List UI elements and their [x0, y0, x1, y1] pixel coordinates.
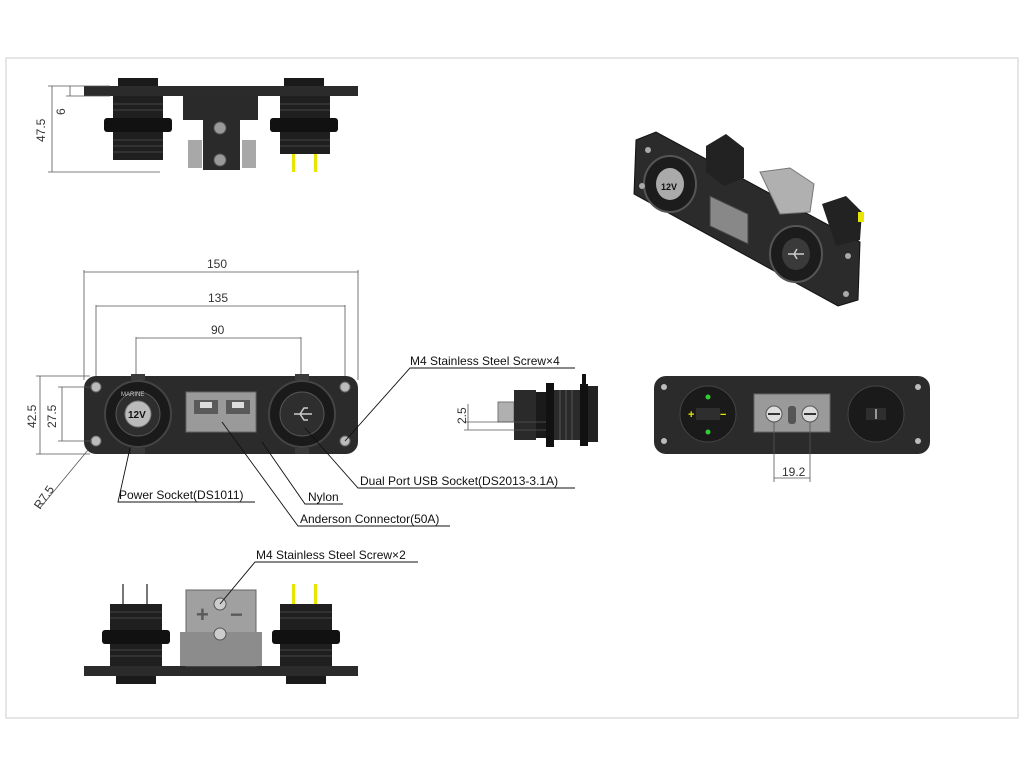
top-anderson-right-gray: [242, 140, 256, 168]
top-usb-pin-2: [314, 154, 317, 172]
top-left-cap: [118, 78, 158, 86]
dim-hole-spacing: 135: [208, 291, 228, 305]
label-power-socket: Power Socket(DS1011): [119, 488, 244, 502]
screw-icon: [339, 381, 351, 393]
screw-icon: [90, 435, 102, 447]
dim-hole-vertical: 27.5: [45, 404, 59, 428]
dim-top-height: 47.5: [34, 118, 48, 142]
leader-power: [117, 447, 255, 503]
top-screw-icon-2: [213, 153, 227, 167]
label-screw-x2: M4 Stainless Steel Screw×2: [256, 548, 406, 562]
rear-view: + − 19.2: [654, 376, 930, 482]
top-left-nut: [104, 118, 172, 132]
iso-rear-socket-right: [822, 196, 862, 246]
leader-nylon: [261, 441, 343, 505]
iso-anderson-cutout: [709, 195, 749, 245]
dim-socket-spacing: 90: [211, 323, 225, 337]
dim-connector-width: 19.2: [782, 465, 806, 479]
isometric-view: 12V: [633, 131, 864, 307]
label-anderson: Anderson Connector(50A): [300, 512, 439, 526]
bottom-minus-marking: −: [230, 602, 243, 627]
front-usb-socket: [268, 374, 336, 454]
label-usb-socket: Dual Port USB Socket(DS2013-3.1A): [360, 474, 558, 488]
bottom-view-panel: [84, 666, 358, 676]
top-usb-pin: [292, 154, 295, 172]
screw-icon: [90, 381, 102, 393]
corner-screws: [90, 381, 351, 447]
top-screw-icon: [213, 121, 227, 135]
sheet-border: [5, 57, 1019, 719]
led-icon: [705, 429, 711, 435]
top-anderson-left-gray: [188, 140, 202, 168]
front-anderson-connector: [185, 391, 257, 433]
leader-anderson: [221, 421, 450, 527]
bottom-view: + − M4 Stainless Steel Screw×2: [84, 548, 418, 684]
front-view: 150 135 90 12V MARINE: [25, 257, 575, 527]
usb-icon: [294, 407, 312, 421]
leader-screw-x2: [219, 561, 418, 605]
marine-marking: MARINE: [121, 392, 144, 398]
dim-width-overall: 150: [207, 257, 227, 271]
leader-usb: [304, 427, 575, 489]
dim-side-offset: 2.5: [455, 407, 469, 424]
dim-corner-radius: R7.5: [31, 483, 57, 512]
label-screw-x4: M4 Stainless Steel Screw×4: [410, 354, 560, 368]
led-icon: [705, 394, 711, 400]
side-view: 2.5: [455, 374, 598, 447]
iso-usb-icon: [788, 248, 804, 260]
bottom-plus-marking: +: [196, 602, 209, 627]
leader-screw-x4: [344, 367, 575, 442]
iso-voltage-marking: 12V: [661, 182, 677, 192]
dim-top-flange: 6: [54, 108, 68, 115]
top-right-nut: [270, 118, 338, 132]
dim-height-overall: 42.5: [25, 404, 39, 428]
label-nylon: Nylon: [308, 490, 339, 504]
iso-rear-socket-left: [706, 134, 744, 186]
bottom-screw-icon-2: [213, 627, 227, 641]
top-view: 47.5 6: [34, 78, 358, 173]
front-power-socket: 12V MARINE: [104, 374, 172, 454]
iso-rear-anderson: [759, 167, 815, 215]
rear-plus-marking: +: [688, 409, 694, 421]
rear-minus-marking: −: [720, 409, 726, 421]
top-view-panel: [84, 86, 358, 96]
top-right-cap: [284, 78, 324, 86]
voltage-marking: 12V: [128, 410, 146, 421]
